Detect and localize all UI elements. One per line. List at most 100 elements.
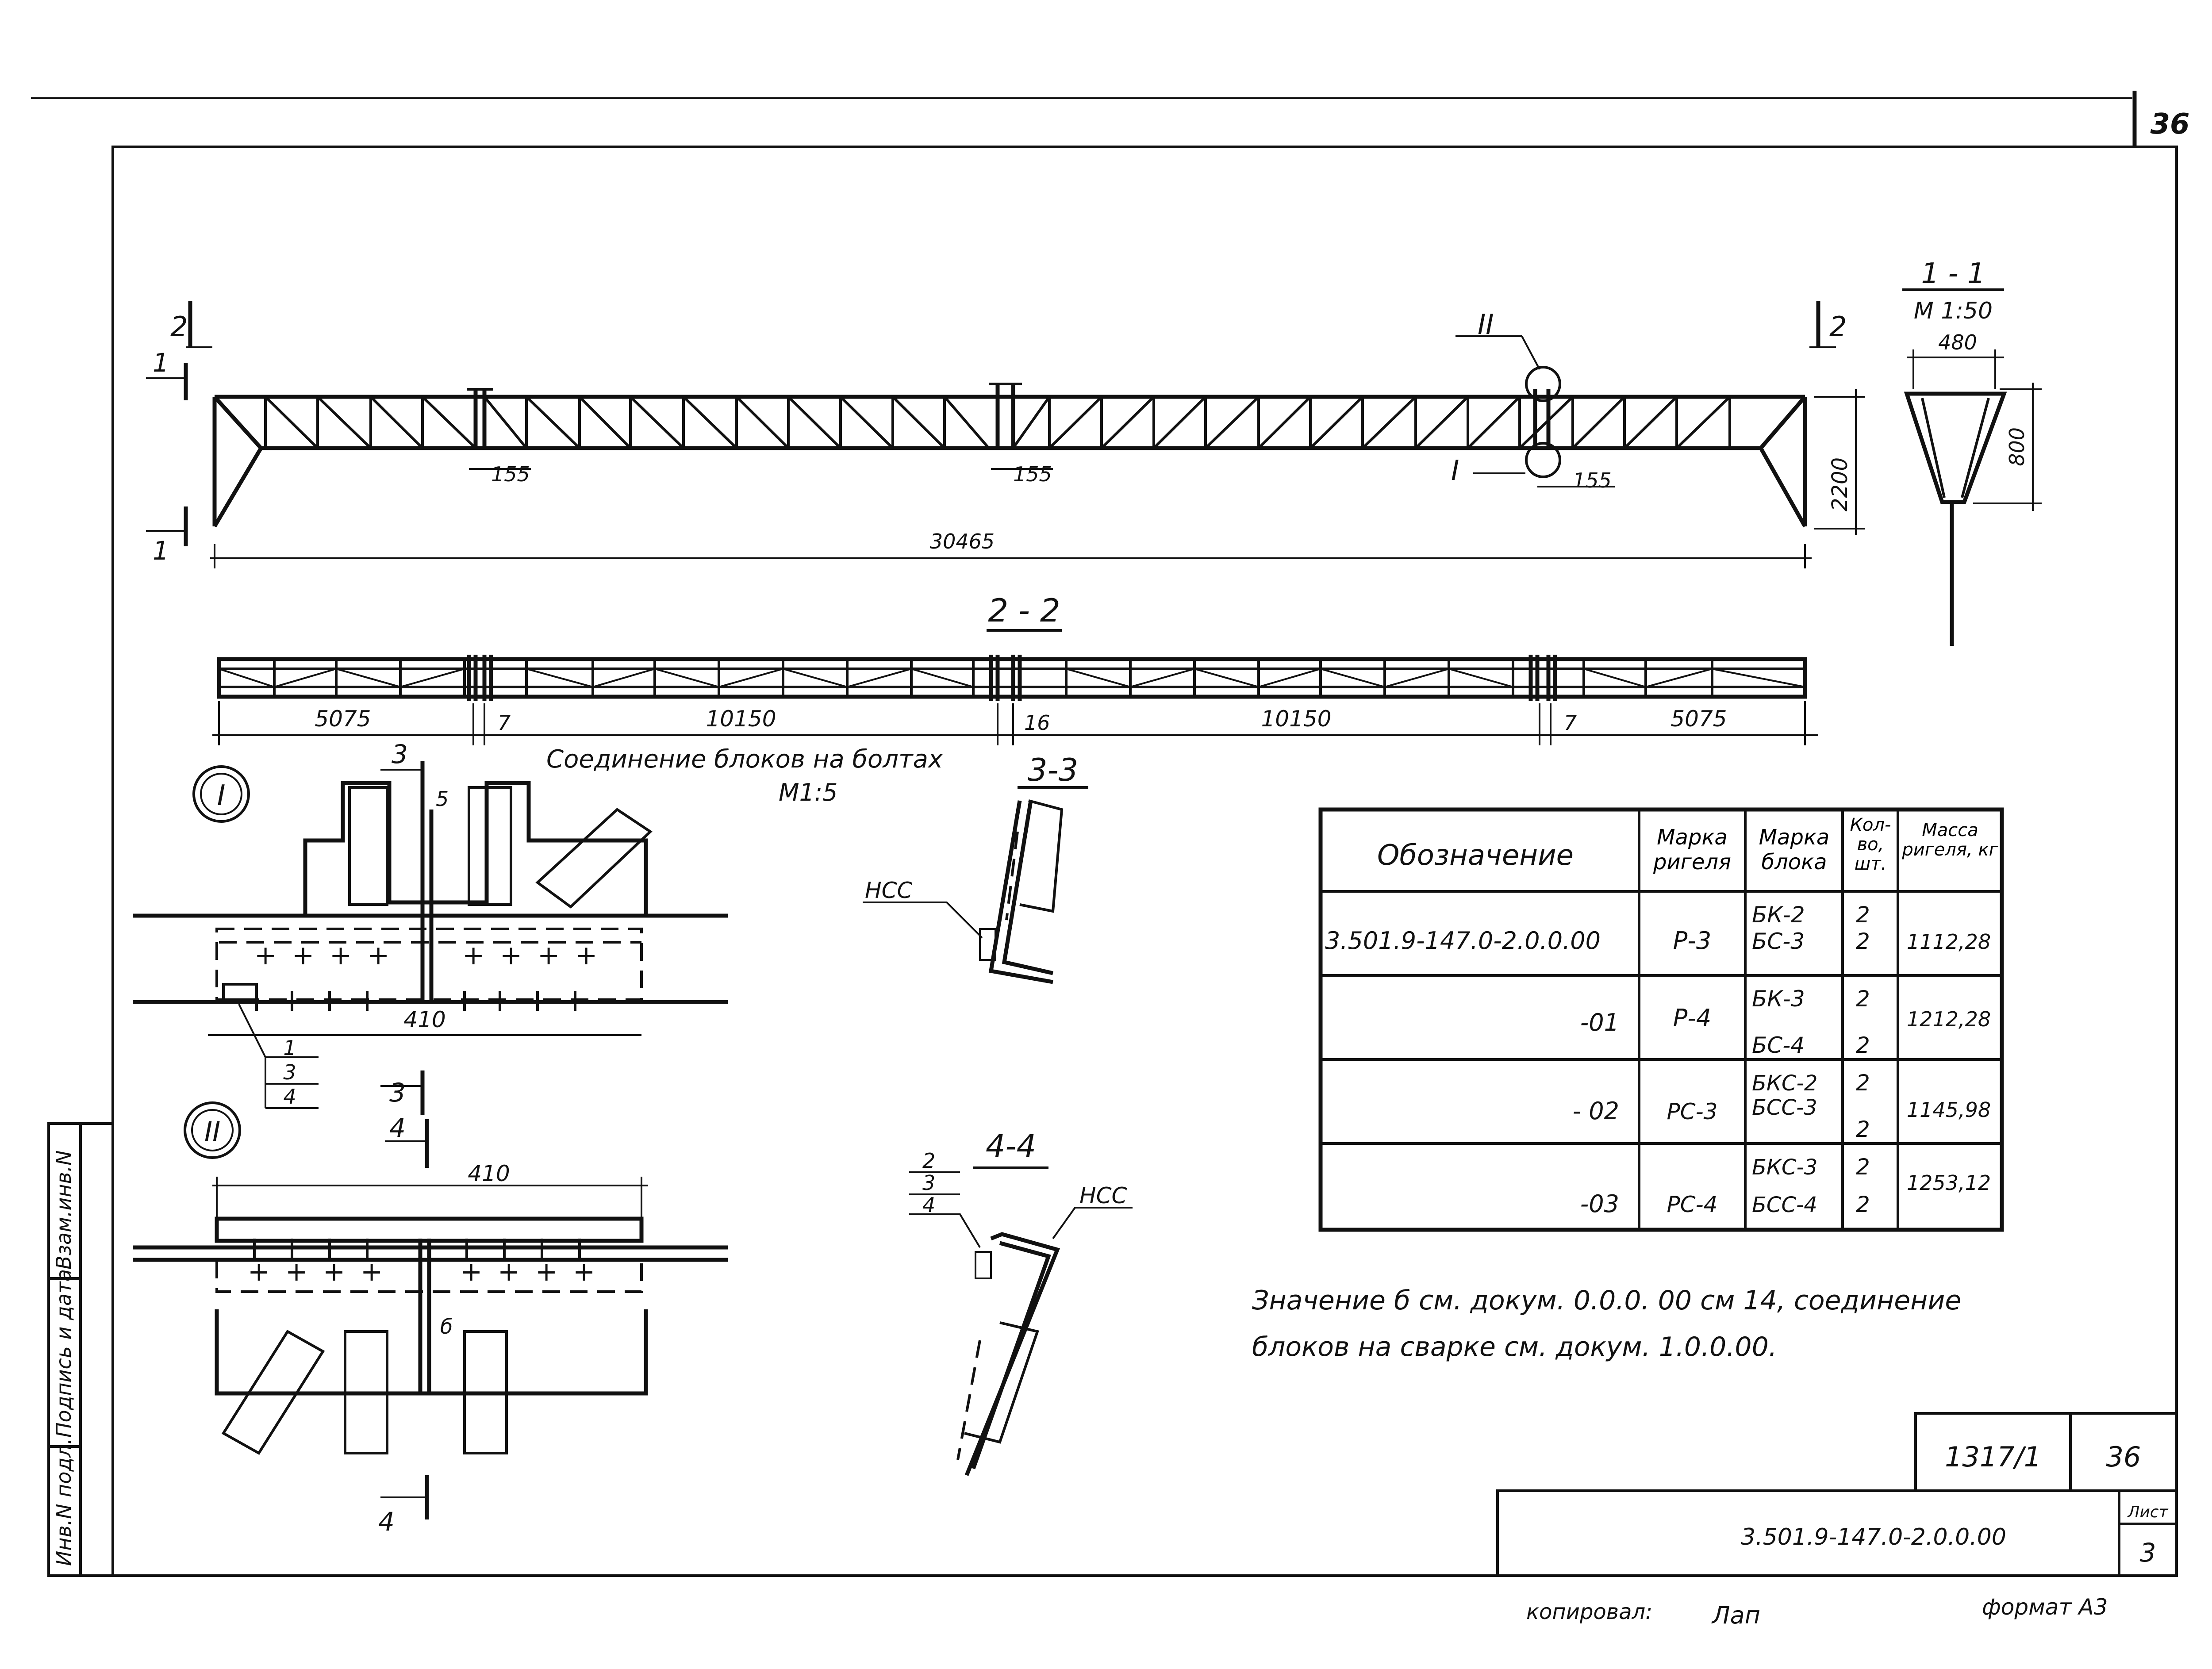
node-I-label: I	[217, 779, 226, 812]
dim-height: 2200	[1828, 457, 1852, 511]
bolted-joint-scale: М1:5	[779, 779, 838, 806]
leader-I-1: 1	[283, 1036, 296, 1060]
sheet-number: 3	[2140, 1538, 2156, 1568]
cell-qty: 2	[1856, 1117, 1870, 1142]
section-4-top: 4	[389, 1113, 406, 1143]
archive-number: 1317/1	[1945, 1441, 2041, 1473]
dim-length-II: 410	[468, 1161, 510, 1186]
th-girder: Марка ригеля	[1653, 825, 1731, 875]
dim-length-I: 410	[403, 1007, 445, 1032]
cell-qty: 2	[1856, 1070, 1870, 1096]
section-mark-2-right: 2	[1829, 311, 1847, 343]
th-qty: Кол-во, шт.	[1850, 815, 1891, 874]
svg-text:+: +	[248, 1256, 270, 1287]
plan-dim-1: 5075	[315, 706, 371, 732]
node-label-II: II	[1478, 308, 1494, 341]
section-mark-1-bottom: 1	[153, 536, 169, 566]
cell-designation: - 02	[1573, 1097, 1619, 1125]
cell-block: БК-2	[1752, 902, 1805, 928]
cell-girder: Р-4	[1673, 1004, 1711, 1032]
spec-table: Обозначение Марка ригеля Марка блока Кол…	[1318, 807, 2004, 1232]
section-4-4-label: НСС	[1079, 1183, 1127, 1209]
copied-by-label: копировал:	[1526, 1600, 1652, 1624]
cell-qty: 2	[1856, 1154, 1870, 1180]
note-line-2: блоков на сварке см. докум. 1.0.0.00.	[1252, 1331, 1777, 1362]
plan-dim-4: 16	[1024, 711, 1050, 735]
leader-4-2: 2	[922, 1149, 935, 1173]
cell-block: БК-3	[1752, 986, 1805, 1012]
cell-block: БСС-3	[1752, 1095, 1817, 1120]
section-1-1-scale: М 1:50	[1914, 298, 1993, 324]
cell-block: БКС-3	[1752, 1155, 1817, 1180]
copied-by-signature: Лап	[1711, 1601, 1760, 1629]
cell-mass: 1253,12	[1907, 1171, 1991, 1195]
section-3-top: 3	[392, 739, 408, 769]
dim-length: 30465	[930, 529, 995, 553]
truss-elevation: II I 155 155 155 30465 2200 2 2 1 1	[146, 301, 1865, 568]
plan-dim-6: 7	[1564, 711, 1577, 735]
node-II-label: II	[204, 1116, 221, 1148]
leader-I-4: 4	[283, 1085, 296, 1109]
section-mark-1-top: 1	[153, 348, 169, 378]
cell-qty: 2	[1856, 986, 1870, 1012]
cell-qty: 2	[1856, 902, 1870, 928]
sheet-label: Лист	[2127, 1503, 2168, 1521]
stamp-cell-signature: Подпись и дата	[52, 1269, 76, 1438]
section-1-1-title: 1 - 1	[1921, 257, 1985, 290]
svg-text:+: +	[361, 1256, 383, 1287]
cell-block: БС-3	[1752, 929, 1805, 954]
dim-gap-2: 155	[1013, 462, 1052, 486]
leader-4-4: 4	[922, 1193, 935, 1217]
section-3-3-title: 3-3	[1028, 752, 1078, 788]
section-1-1: 1 - 1 М 1:50 480 800	[1902, 257, 2042, 646]
svg-text:+: +	[285, 1256, 307, 1287]
node-circle-I	[1525, 442, 1561, 478]
svg-text:+: +	[575, 940, 597, 971]
th-designation: Обозначение	[1377, 839, 1574, 872]
note-line-1: Значение б см. докум. 0.0.0. 00 см 14, с…	[1252, 1285, 1961, 1316]
svg-text:+: +	[535, 1256, 557, 1287]
bolted-joint-title: Соединение блоков на болтах	[546, 745, 943, 774]
cell-qty: 2	[1856, 1192, 1870, 1217]
stamp-cell-replace: Взам.инв.N	[52, 1150, 76, 1270]
leader-I-3: 3	[283, 1060, 296, 1084]
cell-block: БС-4	[1752, 1032, 1805, 1058]
gap-b-II: б	[440, 1315, 453, 1339]
svg-text:+: +	[500, 940, 522, 971]
svg-text:+: +	[323, 1256, 345, 1287]
cell-qty: 2	[1856, 929, 1870, 954]
node-circle-II	[1525, 366, 1561, 402]
svg-text:+: +	[573, 1256, 595, 1287]
cell-block: БКС-2	[1752, 1071, 1817, 1096]
svg-text:+: +	[254, 940, 276, 971]
plan-dim-2: 7	[498, 711, 511, 735]
th-block: Марка блока	[1759, 825, 1830, 875]
cell-block: БСС-4	[1752, 1193, 1817, 1217]
section-1-1-height: 800	[2005, 427, 2029, 466]
svg-text:+: +	[538, 940, 560, 971]
dim-gap-1: 155	[491, 462, 530, 486]
plan-2-2-title: 2 - 2	[988, 592, 1060, 629]
svg-text:+: +	[460, 1256, 482, 1287]
svg-text:+: +	[462, 940, 484, 971]
plan-dim-3: 10150	[706, 706, 776, 732]
section-4-4: 4-4 2 3 4 НСС	[909, 1128, 1133, 1476]
node-label-I: I	[1451, 454, 1459, 487]
archive-sheet: 36	[2106, 1441, 2141, 1473]
svg-text:+: +	[330, 940, 352, 971]
cell-mass: 1212,28	[1907, 1007, 1991, 1031]
cell-mass: 1145,98	[1907, 1098, 1991, 1122]
th-mass: Масса ригеля, кг	[1902, 820, 1998, 860]
leader-4-3: 3	[922, 1171, 935, 1195]
cell-designation: -03	[1580, 1190, 1619, 1218]
section-3-3-label: НСС	[865, 878, 913, 903]
cell-girder: РС-3	[1667, 1099, 1718, 1124]
node-II-detail: II 4 410 ++++ ++++ б 4	[133, 1101, 728, 1537]
cell-mass: 1112,28	[1907, 930, 1991, 954]
bolt-marks-II: ++++ ++++	[248, 1256, 595, 1287]
section-4-bottom: 4	[378, 1507, 395, 1537]
svg-text:+: +	[367, 940, 389, 971]
drawing-frame	[111, 146, 2178, 1577]
dim-gap-3: 155	[1573, 468, 1612, 492]
